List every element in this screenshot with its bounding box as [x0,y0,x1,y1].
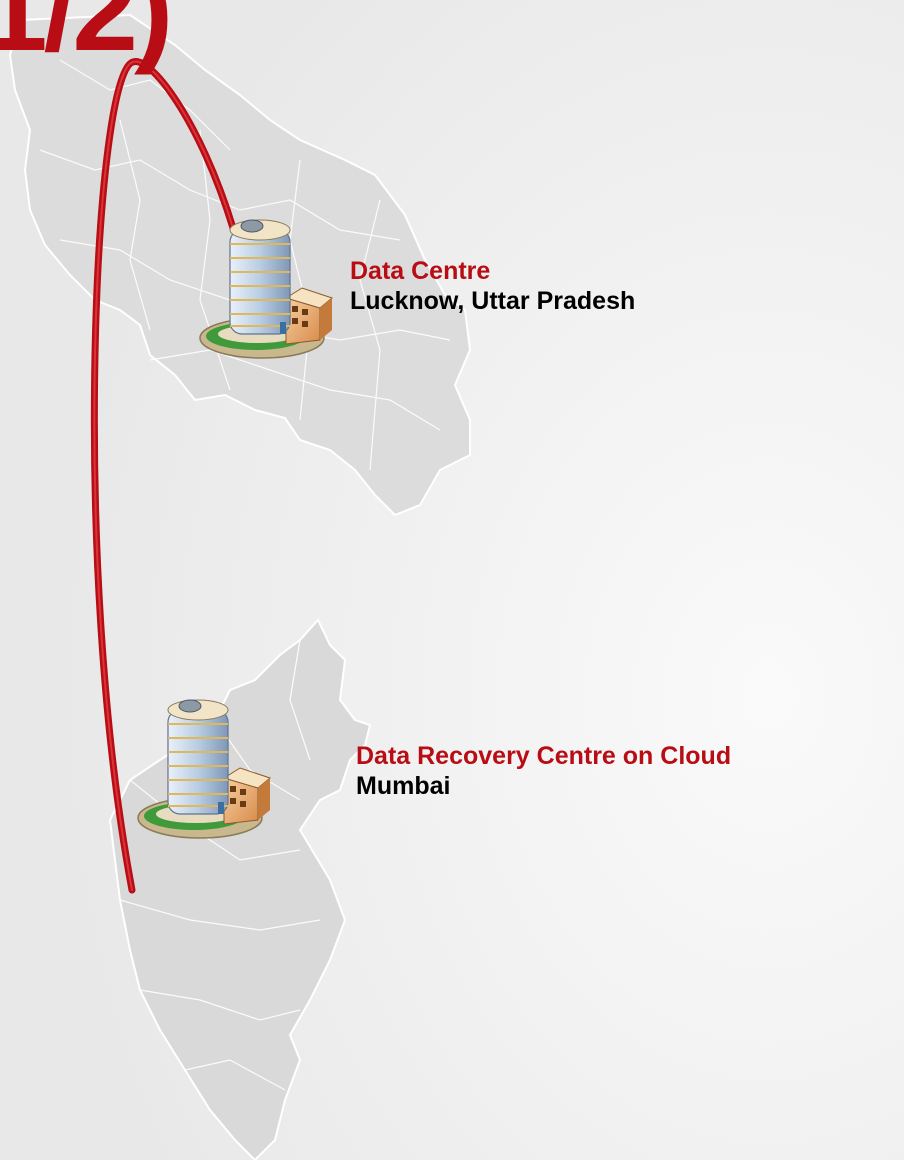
data-recovery-centre-location: Mumbai [356,772,451,800]
data-centre-label: Data Centre Lucknow, Uttar Pradesh [350,256,635,316]
data-centre-location: Lucknow, Uttar Pradesh [350,287,636,315]
data-centre-title: Data Centre [350,257,491,285]
data-recovery-centre-label: Data Recovery Centre on Cloud Mumbai [356,741,731,801]
page-title-fragment: 1/2) [0,0,173,76]
data-recovery-centre-title: Data Recovery Centre on Cloud [356,742,732,770]
